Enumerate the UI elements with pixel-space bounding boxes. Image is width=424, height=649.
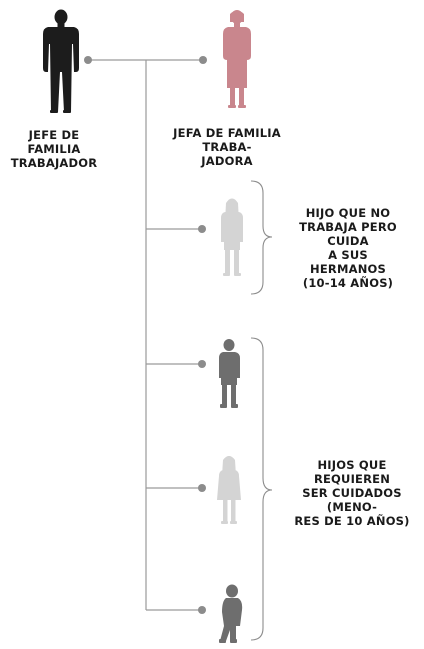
older-child-caption: HIJO QUE NO TRABAJA PERO CUIDA A SUS HER… — [299, 206, 397, 290]
child4-node — [198, 606, 206, 614]
mother-node — [199, 56, 207, 64]
mother-caption: JEFA DE FAMILIA TRABA- JADORA — [173, 126, 281, 168]
toddler-silhouette-icon — [219, 584, 243, 643]
father-silhouette-icon — [43, 9, 79, 113]
young-child-girl-silhouette-icon — [217, 456, 241, 524]
child3-node — [198, 484, 206, 492]
mother-silhouette-icon — [223, 10, 251, 108]
young-child-boy-silhouette-icon — [219, 339, 240, 408]
older-child-silhouette-icon — [221, 198, 243, 276]
young-children-brace — [250, 337, 273, 641]
young-children-caption: HIJOS QUE REQUIEREN SER CUIDADOS (MENO- … — [294, 458, 410, 528]
braces — [250, 180, 273, 641]
connector-nodes — [84, 56, 207, 614]
connector-lines — [88, 59, 203, 611]
father-caption: JEFE DE FAMILIA TRABAJADOR — [10, 128, 98, 170]
child1-node — [198, 225, 206, 233]
older-child-brace — [250, 180, 273, 295]
father-node — [84, 56, 92, 64]
child2-node — [198, 360, 206, 368]
